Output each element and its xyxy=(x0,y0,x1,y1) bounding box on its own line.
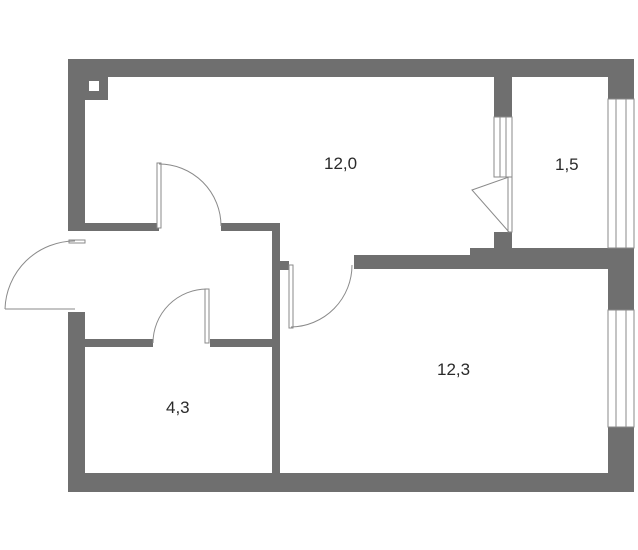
interior-walls xyxy=(85,77,610,481)
wall-balcony-left-bottom xyxy=(494,232,512,262)
wall-top xyxy=(68,59,634,77)
wall-right-bottom xyxy=(608,427,634,492)
window-frame xyxy=(607,309,635,428)
room-area-bedroom: 12,3 xyxy=(437,360,470,379)
wall-hall-right xyxy=(272,223,280,481)
door-swing-arc xyxy=(158,163,222,227)
door-swing-arc xyxy=(4,240,76,310)
window-bedroom-right xyxy=(607,309,635,428)
wall-bottom xyxy=(68,473,634,492)
wall-hall-top-left xyxy=(85,223,159,231)
door-swing-arc xyxy=(471,176,510,233)
wall-balcony-left-top xyxy=(494,77,512,117)
wall-left-upper xyxy=(68,59,85,231)
wall-bath-top-right xyxy=(210,339,280,347)
door-leaf xyxy=(204,288,210,344)
bedroom-door xyxy=(288,264,353,329)
wall-right-top xyxy=(608,59,634,99)
entrance-door xyxy=(4,239,86,310)
wall-hall-top-right xyxy=(221,223,279,231)
door-leaf xyxy=(156,162,162,229)
shaft-opening xyxy=(89,81,99,91)
wall-bedroom-top xyxy=(354,255,472,269)
wall-left-lower xyxy=(68,312,85,492)
door-swing-arc xyxy=(152,288,208,344)
room-area-balcony: 1,5 xyxy=(555,155,579,174)
wall-balcony-bottom xyxy=(470,248,610,269)
doors xyxy=(4,162,513,344)
window-frame xyxy=(607,98,635,249)
window-frame xyxy=(493,116,513,178)
window-balcony-right xyxy=(607,98,635,249)
hall-door xyxy=(156,162,222,229)
door-leaf xyxy=(288,264,294,329)
bathroom-door xyxy=(152,288,210,344)
balcony-door xyxy=(471,176,513,233)
outer-walls xyxy=(68,59,634,492)
wall-door-stub xyxy=(280,261,289,270)
room-area-main: 12,0 xyxy=(324,154,357,173)
door-leaf xyxy=(507,176,513,233)
door-swing-arc xyxy=(290,264,353,328)
room-area-bathroom: 4,3 xyxy=(166,398,190,417)
ventilation-shaft xyxy=(85,77,108,100)
wall-right-mid xyxy=(608,248,634,310)
window-balcony-door xyxy=(493,116,513,178)
wall-bath-top-left xyxy=(85,339,153,347)
windows xyxy=(493,98,635,428)
